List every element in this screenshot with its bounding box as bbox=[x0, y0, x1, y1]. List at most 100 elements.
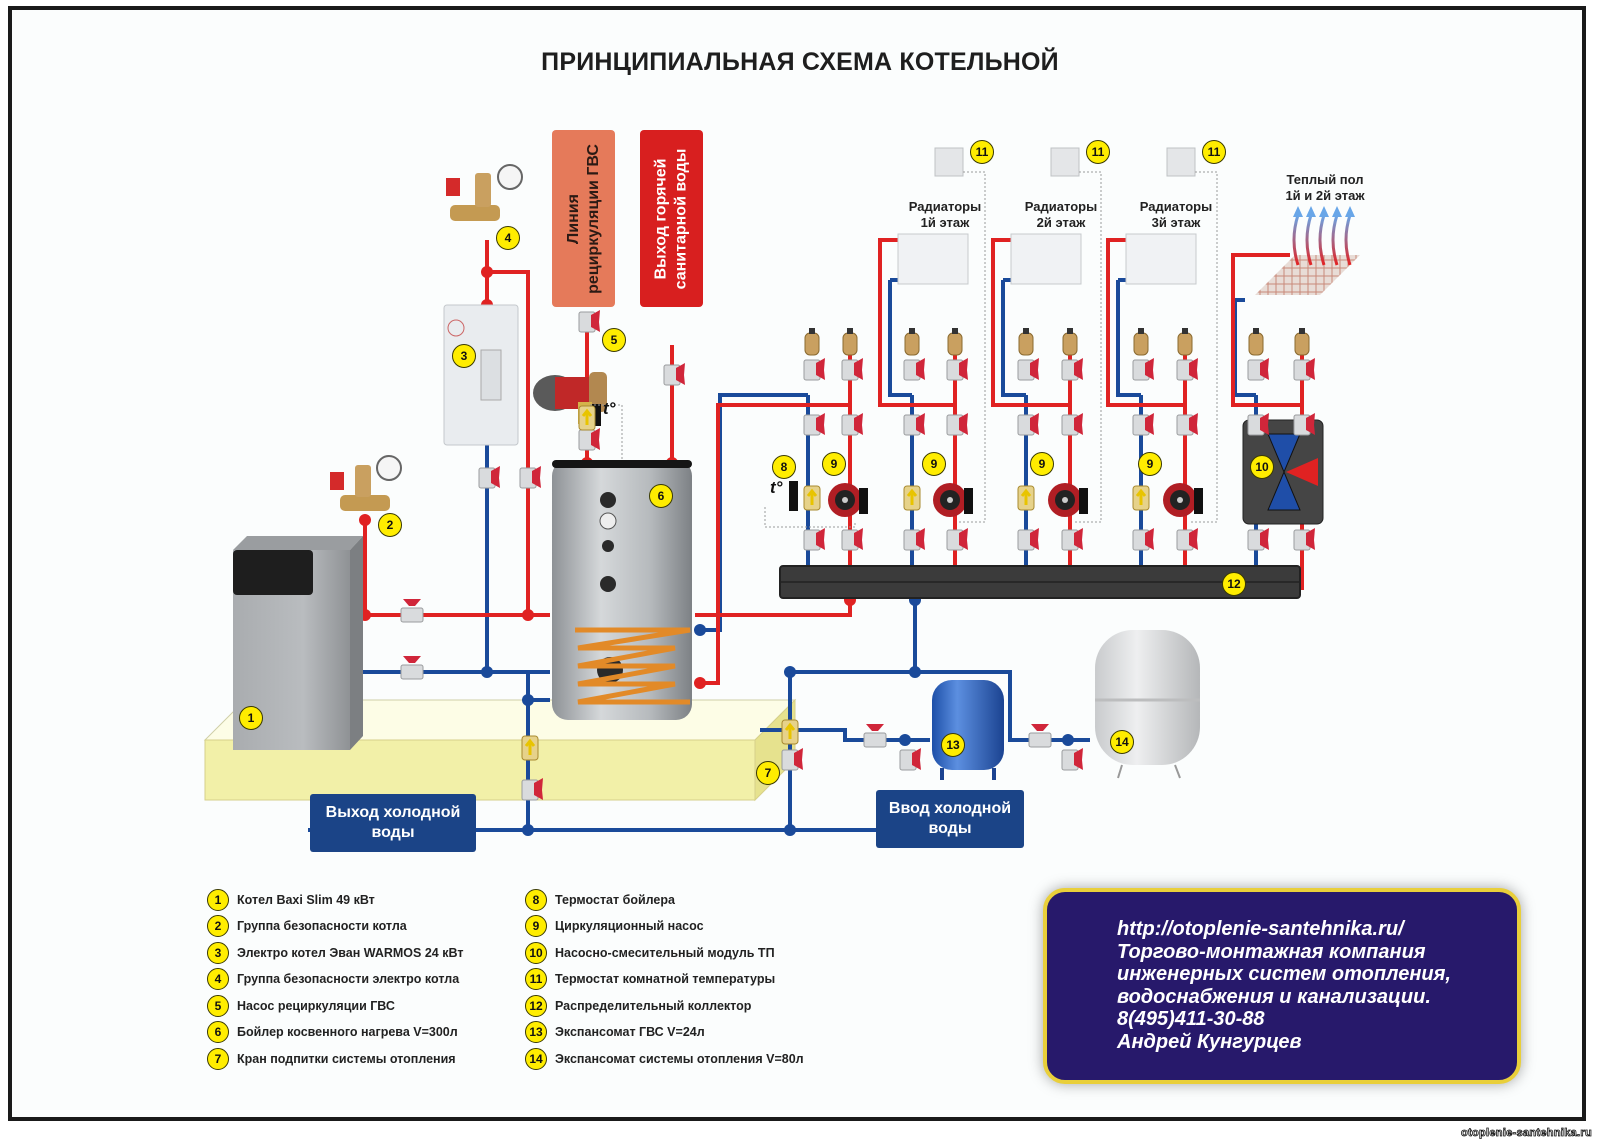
tag-boiler: 1 bbox=[239, 706, 263, 730]
electric-boiler bbox=[443, 304, 519, 446]
air-vent bbox=[1062, 328, 1078, 356]
floor-heating-mixing-module bbox=[1242, 419, 1324, 525]
ball-valve bbox=[1293, 413, 1315, 436]
hot-water-outlet-label: Выход горячей санитарной воды bbox=[640, 130, 703, 307]
room-thermostats bbox=[934, 147, 1196, 177]
ball-valve bbox=[663, 363, 685, 386]
phone-number: 8(495)411-30-88 bbox=[1117, 1008, 1265, 1031]
ball-valve bbox=[903, 528, 925, 551]
ball-valve bbox=[1176, 528, 1198, 551]
ball-valve bbox=[1176, 413, 1198, 436]
tag-electric-safety: 4 bbox=[496, 226, 520, 250]
tag-thermostat-3: 11 bbox=[1202, 140, 1226, 164]
ball-valve bbox=[803, 528, 825, 551]
watermark: otoplenie-santehnika.ru bbox=[1461, 1127, 1592, 1140]
legend-badge: 13 bbox=[525, 1021, 547, 1043]
legend-badge: 6 bbox=[207, 1021, 229, 1043]
legend-item: 6 Бойлер косвенного нагрева V=300л bbox=[207, 1021, 458, 1043]
legend-badge: 14 bbox=[525, 1048, 547, 1070]
safety-group-electric bbox=[446, 164, 523, 221]
tag-expansion-heating: 14 bbox=[1110, 730, 1134, 754]
ball-valve bbox=[946, 528, 968, 551]
check-valve bbox=[903, 485, 921, 511]
ball-valve bbox=[899, 748, 921, 771]
tag-electric-boiler: 3 bbox=[452, 344, 476, 368]
air-vent bbox=[904, 328, 920, 356]
ball-valve bbox=[803, 413, 825, 436]
ball-valve bbox=[1017, 413, 1039, 436]
gas-boiler bbox=[233, 536, 363, 750]
check-valve bbox=[1132, 485, 1150, 511]
legend-text: Термостат комнатной температуры bbox=[555, 972, 776, 986]
tag-recirc-pump: 5 bbox=[602, 328, 626, 352]
expansion-tank-dhw bbox=[932, 680, 1004, 780]
ball-valve bbox=[578, 310, 600, 333]
ball-valve bbox=[1132, 413, 1154, 436]
indirect-water-heater bbox=[552, 460, 692, 720]
legend-text: Котел Baxi Slim 49 кВт bbox=[237, 893, 375, 907]
legend-badge: 12 bbox=[525, 995, 547, 1017]
ball-valve bbox=[400, 599, 424, 623]
ball-valve bbox=[841, 413, 863, 436]
circulation-pumps bbox=[828, 483, 1203, 517]
contact-name: Андрей Кунгурцев bbox=[1117, 1030, 1302, 1053]
floor-label-warm-floor: Теплый пол 1й и 2й этаж bbox=[1285, 172, 1365, 203]
air-vent bbox=[1133, 328, 1149, 356]
legend-text: Бойлер косвенного нагрева V=300л bbox=[237, 1025, 458, 1039]
company-line-3: водоснабжения и канализации. bbox=[1117, 985, 1431, 1008]
check-valve bbox=[578, 405, 596, 431]
check-valve bbox=[781, 719, 799, 745]
thermostat-symbol-recirc: t° bbox=[603, 399, 616, 418]
tag-boiler-safety: 2 bbox=[378, 513, 402, 537]
ball-valve bbox=[946, 358, 968, 381]
contact-lines: http://otoplenie-santehnika.ru/Торгово-м… bbox=[1117, 918, 1451, 1054]
legend-badge: 10 bbox=[525, 942, 547, 964]
ball-valve bbox=[781, 748, 803, 771]
circulation-pump bbox=[1048, 483, 1088, 517]
air-vent bbox=[1248, 328, 1264, 356]
ball-valve bbox=[1061, 358, 1083, 381]
ball-valve bbox=[478, 466, 500, 489]
air-vent bbox=[842, 328, 858, 356]
legend-badge: 2 bbox=[207, 915, 229, 937]
check-valve bbox=[521, 735, 539, 761]
ball-valve bbox=[1061, 413, 1083, 436]
ball-valve bbox=[1247, 413, 1269, 436]
company-line-2: инженерных систем отопления, bbox=[1117, 963, 1451, 986]
ball-valve bbox=[1247, 358, 1269, 381]
ball-valve bbox=[1132, 358, 1154, 381]
ball-valve bbox=[1293, 528, 1315, 551]
distribution-collector bbox=[779, 565, 1301, 599]
website-link[interactable]: http://otoplenie-santehnika.ru/ bbox=[1117, 918, 1404, 940]
contact-card: http://otoplenie-santehnika.ru/Торгово-м… bbox=[1043, 888, 1521, 1084]
legend-item: 1 Котел Baxi Slim 49 кВт bbox=[207, 889, 375, 911]
ball-valve bbox=[1061, 748, 1083, 771]
air-vent bbox=[1018, 328, 1034, 356]
legend-text: Экспансомат системы отопления V=80л bbox=[555, 1052, 804, 1066]
ball-valve bbox=[903, 413, 925, 436]
warm-floor bbox=[1255, 206, 1360, 295]
legend-item: 2 Группа безопасности котла bbox=[207, 915, 407, 937]
thermostat-sensor bbox=[789, 481, 798, 511]
check-valve bbox=[1017, 485, 1035, 511]
circulation-pump bbox=[933, 483, 973, 517]
expansion-tank-heating bbox=[1095, 630, 1200, 779]
tag-thermostat-2: 11 bbox=[1086, 140, 1110, 164]
legend-text: Группа безопасности котла bbox=[237, 919, 407, 933]
legend-badge: 7 bbox=[207, 1048, 229, 1070]
legend-badge: 1 bbox=[207, 889, 229, 911]
legend-badge: 11 bbox=[525, 968, 547, 990]
tag-pump-floor-2: 9 bbox=[922, 452, 946, 476]
tag-pump-floor-3: 9 bbox=[1030, 452, 1054, 476]
air-vent bbox=[804, 328, 820, 356]
tag-expansion-dhw: 13 bbox=[941, 733, 965, 757]
ball-valve bbox=[1293, 358, 1315, 381]
